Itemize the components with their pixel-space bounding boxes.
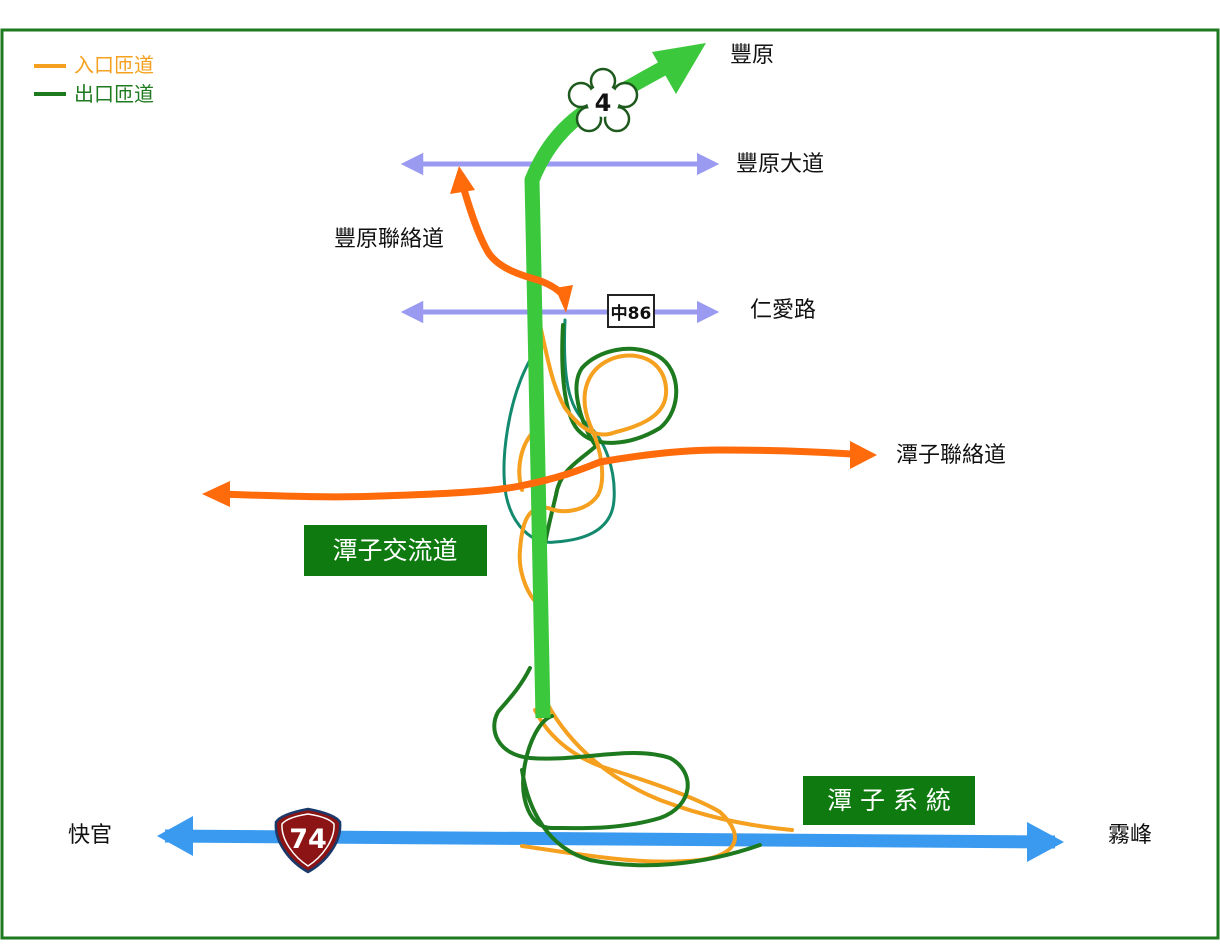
label-fengyuan: 豐原 bbox=[730, 43, 774, 68]
label-fengyuan-avenue: 豐原大道 bbox=[736, 152, 824, 177]
exit-loop-ramp-north bbox=[539, 323, 679, 568]
freeway-4-north-arrow-icon bbox=[652, 43, 706, 94]
tanzi-connector-west-arrow-icon bbox=[202, 481, 230, 507]
freeway-4-road bbox=[524, 53, 682, 719]
expressway-74-number: 74 bbox=[289, 824, 327, 855]
tanzi-connector-road bbox=[217, 446, 853, 501]
fengyuan-connector-south-arrow-icon bbox=[555, 285, 573, 313]
label-kuaiguan: 快官 bbox=[68, 823, 112, 848]
fengyuan-connector-road bbox=[459, 185, 570, 302]
label-wufeng: 霧峰 bbox=[1108, 823, 1152, 848]
exit-loop-ramp-south bbox=[492, 666, 762, 868]
label-tanzi-connector: 潭子聯絡道 bbox=[896, 443, 1006, 468]
label-renai-road: 仁愛路 bbox=[750, 298, 816, 323]
tanzi-system-label-box bbox=[803, 776, 975, 825]
provincial-shield-icon: 74 bbox=[274, 807, 342, 874]
expressway-74-east-arrow-icon bbox=[1027, 822, 1064, 862]
county-road-number: 中86 bbox=[611, 303, 652, 324]
entry-loop-ramp-north bbox=[517, 323, 669, 602]
freeway-4-number: 4 bbox=[595, 89, 612, 117]
tanzi-connector-east-arrow-icon bbox=[850, 441, 877, 469]
plum-blossom-shield-icon: 4 bbox=[567, 67, 639, 133]
tanzi-interchange-label-box bbox=[304, 525, 487, 576]
legend-exit-label: 出口匝道 bbox=[74, 82, 154, 106]
county-road-sign-icon: 中86 bbox=[607, 294, 655, 328]
entry-loop-ramp-south bbox=[520, 703, 794, 864]
legend-entry-label: 入口匝道 bbox=[74, 53, 154, 77]
tanzi-interchange-label: 潭子交流道 bbox=[332, 536, 457, 565]
label-fengyuan-connector: 豐原聯絡道 bbox=[334, 227, 444, 252]
expressway-74-west-arrow-icon bbox=[157, 816, 193, 856]
fengyuan-connector-north-arrow-icon bbox=[450, 166, 475, 194]
tanzi-system-label: 潭 子 系 統 bbox=[827, 786, 951, 815]
diagram-frame bbox=[0, 28, 1220, 940]
